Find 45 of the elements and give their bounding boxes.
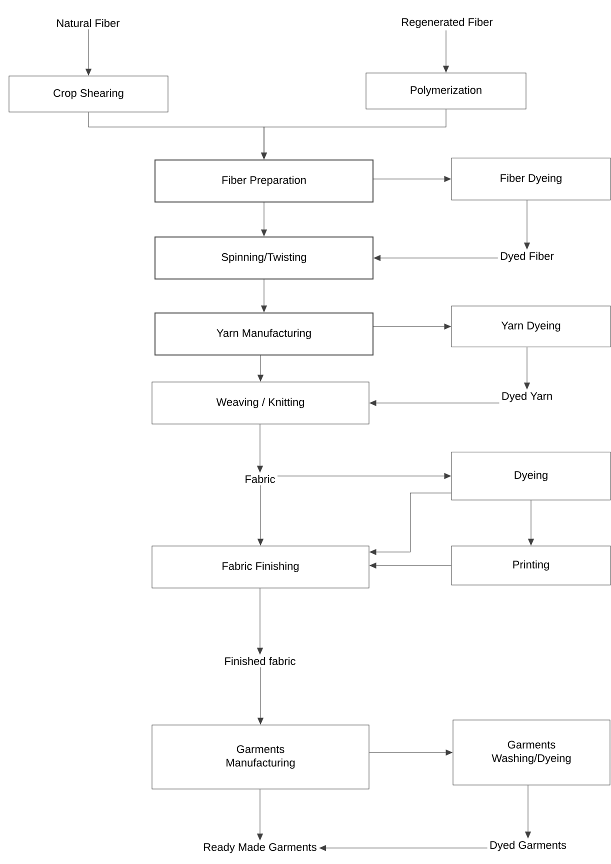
arrow	[258, 355, 264, 382]
stage-label: Fabric	[246, 474, 275, 484]
arrow	[261, 279, 267, 312]
process-box: Garments Washing/Dyeing	[452, 720, 610, 786]
arrow	[524, 200, 530, 250]
process-box: Crop Shearing	[8, 76, 168, 112]
process-box: Printing	[451, 546, 611, 586]
arrow	[374, 255, 498, 261]
process-box: Weaving / Knitting	[152, 382, 370, 424]
arrow	[370, 492, 452, 555]
arrow	[524, 347, 530, 390]
stage-label: Dyed Garments	[490, 840, 566, 852]
arrow	[528, 500, 534, 546]
process-box: Yarn Dyeing	[451, 306, 611, 348]
arrow	[277, 473, 451, 479]
process-box: Fiber Preparation	[154, 160, 374, 202]
stage-label: Regenerated Fiber	[402, 18, 493, 28]
stage-label: Ready Made Garments	[204, 842, 316, 854]
process-box: Yarn Manufacturing	[154, 312, 374, 356]
arrow	[261, 109, 446, 160]
arrow	[373, 176, 451, 182]
process-box: Fabric Finishing	[152, 546, 370, 588]
arrow	[258, 667, 264, 724]
arrow	[261, 202, 267, 236]
arrow	[257, 588, 263, 654]
arrow	[369, 750, 452, 756]
stage-label: Finished fabric	[225, 656, 296, 666]
arrow	[257, 424, 263, 472]
arrow	[370, 400, 500, 406]
arrow	[257, 789, 263, 840]
arrow	[319, 845, 488, 851]
arrow	[443, 30, 449, 72]
stage-label: Natural Fiber	[57, 18, 120, 28]
arrow	[370, 562, 452, 568]
arrow	[373, 324, 451, 330]
stage-label: Dyed Fiber	[501, 252, 554, 262]
process-box: Garments Manufacturing	[152, 724, 370, 790]
process-box: Fiber Dyeing	[451, 158, 611, 200]
arrow	[86, 29, 92, 76]
arrow	[525, 785, 531, 838]
stage-label: Dyed Yarn	[502, 392, 552, 402]
process-box: Polymerization	[366, 72, 526, 110]
process-box: Dyeing	[451, 452, 611, 500]
process-box: Spinning/Twisting	[154, 236, 374, 280]
arrow	[258, 485, 264, 546]
